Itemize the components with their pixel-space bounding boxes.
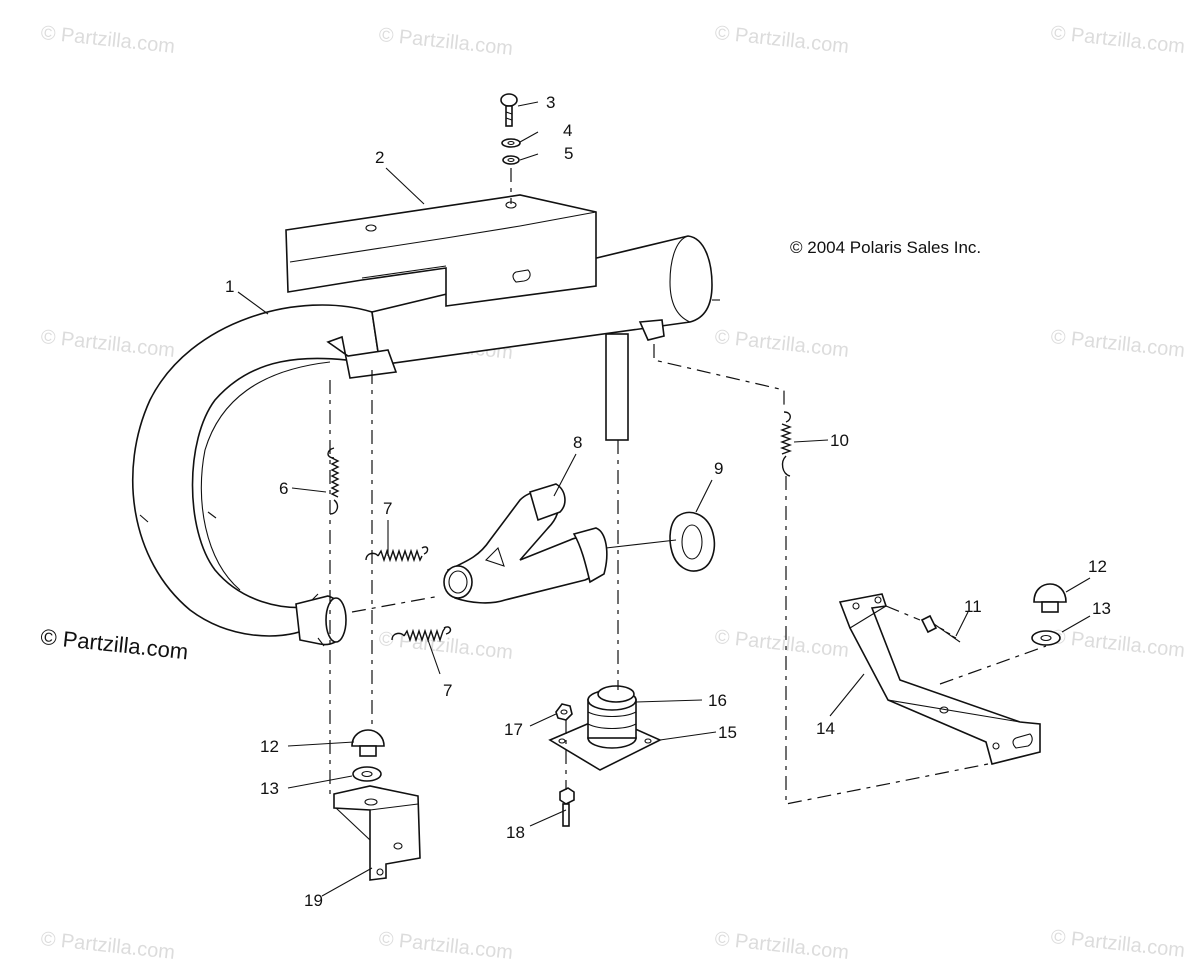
callout-4: 4 [563, 121, 572, 140]
callout-12-left: 12 [260, 737, 279, 756]
callout-15: 15 [718, 723, 737, 742]
callout-13-left: 13 [260, 779, 279, 798]
part-bracket-left [333, 785, 421, 881]
part-exhaust-muffler [131, 235, 720, 647]
callout-6: 6 [279, 479, 288, 498]
part-bracket-right [838, 593, 1041, 765]
callout-2: 2 [375, 148, 384, 167]
callout-12-right: 12 [1088, 557, 1107, 576]
part-spring-7-lower [391, 626, 452, 643]
callout-labels: 1 2 3 4 5 6 7 7 8 9 10 11 12 13 14 15 16… [225, 93, 1111, 910]
part-spring-6 [327, 447, 340, 515]
callout-3: 3 [546, 93, 555, 112]
callout-16: 16 [708, 691, 727, 710]
callout-8: 8 [573, 433, 582, 452]
callout-11: 11 [964, 597, 982, 616]
part-washer-5 [502, 155, 520, 165]
part-spring-10 [780, 411, 792, 477]
callout-18: 18 [506, 823, 525, 842]
callout-9: 9 [714, 459, 723, 478]
part-manifold [443, 483, 608, 604]
part-gasket [669, 511, 716, 572]
callout-14: 14 [816, 719, 835, 738]
callout-13-right: 13 [1092, 599, 1111, 618]
callout-5: 5 [564, 144, 573, 163]
part-washer-4 [501, 138, 521, 148]
callout-1: 1 [225, 277, 234, 296]
part-bolt-18 [559, 787, 575, 827]
part-spring-7-upper [365, 546, 429, 563]
part-isolator [587, 685, 637, 749]
part-heat-shield [285, 194, 597, 307]
callout-7-lower: 7 [443, 681, 452, 700]
part-grommet-left [351, 729, 385, 757]
assembly-lines [329, 168, 1047, 805]
callout-19: 19 [304, 891, 323, 910]
part-bolt [500, 93, 518, 127]
leader-lines [237, 101, 1091, 897]
part-washer-right [1031, 630, 1061, 646]
part-nut [555, 703, 573, 721]
callout-17: 17 [504, 720, 523, 739]
copyright-notice: © 2004 Polaris Sales Inc. [790, 238, 982, 257]
callout-10: 10 [830, 431, 849, 450]
part-grommet-right [1033, 583, 1067, 613]
callout-7-upper: 7 [383, 499, 392, 518]
part-bolt-11 [920, 614, 961, 643]
part-washer-left [352, 766, 382, 782]
